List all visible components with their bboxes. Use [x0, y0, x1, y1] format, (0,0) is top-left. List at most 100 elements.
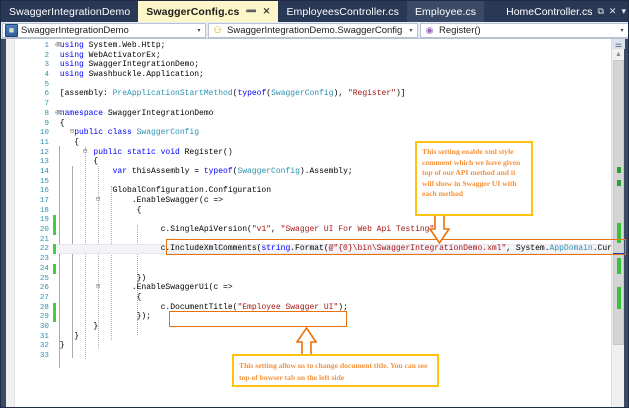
- code-text: using SwaggerIntegrationDemo;: [59, 60, 200, 70]
- tab-employee-cs[interactable]: Employee.cs: [406, 1, 485, 22]
- line-number: 30: [39, 322, 49, 331]
- code-line[interactable]: 29 });: [15, 312, 611, 322]
- code-line[interactable]: 5: [15, 80, 611, 90]
- chevron-down-icon[interactable]: ▾: [197, 27, 201, 34]
- outline-toggle-line12[interactable]: ⊟: [83, 148, 88, 156]
- code-line[interactable]: 3 using SwaggerIntegrationDemo;: [15, 60, 611, 70]
- line-number: 4: [44, 71, 49, 80]
- code-text: {: [55, 292, 142, 302]
- line-number: 11: [39, 138, 49, 147]
- code-line[interactable]: 13 {: [15, 157, 611, 167]
- outline-toggle-line1[interactable]: ⊟: [57, 41, 62, 49]
- code-line[interactable]: 16 GlobalConfiguration.Configuration: [15, 186, 611, 196]
- window-list-icon[interactable]: ⧉: [597, 6, 604, 16]
- tab-employeescontroller-cs[interactable]: EmployeesController.cs: [278, 1, 407, 22]
- code-line[interactable]: 9 {: [15, 119, 611, 129]
- line-number: 24: [39, 264, 49, 273]
- line-number: 26: [39, 284, 49, 293]
- code-text: public class SwaggerConfig: [74, 128, 200, 138]
- code-line[interactable]: 2 using WebActivatorEx;: [15, 51, 611, 61]
- tab-homecontroller-cs[interactable]: HomeController.cs: [506, 5, 593, 18]
- note-xml-comments: This setting enable xml style comment wh…: [415, 141, 533, 216]
- code-text: .EnableSwagger(c =>: [55, 196, 224, 205]
- indent-guide-2: [98, 166, 99, 349]
- code-line[interactable]: 26 .EnableSwaggerUi(c =>: [15, 283, 611, 293]
- split-view-button[interactable]: ⚌: [612, 39, 625, 49]
- scroll-up-arrow-icon[interactable]: ▲: [615, 51, 622, 58]
- code-line[interactable]: 22 c.IncludeXmlComments(string.Format(@"…: [15, 244, 611, 255]
- member-dropdown-value: Register(): [439, 24, 481, 36]
- type-dropdown[interactable]: ⚇ SwaggerIntegrationDemo.SwaggerConfig ▾: [208, 22, 418, 38]
- code-line[interactable]: 21: [15, 235, 611, 245]
- line-number: 9: [44, 119, 49, 128]
- outline-toggle-line17[interactable]: ⊟: [96, 196, 101, 204]
- chevron-down-icon[interactable]: ▾: [409, 27, 413, 34]
- line-number: 25: [39, 274, 49, 283]
- vertical-scrollbar[interactable]: ⚌ ▲: [611, 39, 625, 407]
- line-number: 7: [44, 100, 49, 109]
- outline-toggle-line10[interactable]: ⊟: [70, 128, 75, 136]
- member-dropdown[interactable]: ◉ Register() ▾: [420, 22, 628, 38]
- code-line[interactable]: 20 c.SingleApiVersion("v1", "Swagger UI …: [15, 225, 611, 235]
- scroll-marker: [617, 180, 621, 186]
- code-line[interactable]: 28 c.DocumentTitle("Employee Swagger UI"…: [15, 302, 611, 313]
- line-number: 2: [44, 51, 49, 60]
- note-document-title-text: This setting allow us to change document…: [239, 361, 428, 382]
- line-number: 1: [44, 42, 49, 50]
- code-line[interactable]: 15: [15, 177, 611, 187]
- line-number: 18: [39, 206, 49, 215]
- code-editor[interactable]: 1⊖using System.Web.Http;2 using WebActiv…: [1, 39, 628, 407]
- code-text: c.IncludeXmlComments(string.Format(@"{0}…: [55, 244, 611, 254]
- code-line[interactable]: 14 var thisAssembly = typeof(SwaggerConf…: [15, 167, 611, 177]
- line-number: 21: [39, 235, 49, 244]
- code-line[interactable]: 27 {: [15, 293, 611, 303]
- change-bar: [53, 302, 56, 313]
- code-line[interactable]: 7: [15, 99, 611, 109]
- code-line[interactable]: 10 public class SwaggerConfig: [15, 128, 611, 138]
- project-dropdown[interactable]: ■ SwaggerIntegrationDemo ▾: [2, 22, 206, 38]
- code-line[interactable]: 11 {: [15, 138, 611, 148]
- line-number: 32: [39, 342, 49, 351]
- code-text: using Swashbuckle.Application;: [59, 70, 204, 80]
- line-number: 29: [39, 313, 49, 322]
- line-number: 16: [39, 187, 49, 196]
- code-line[interactable]: 24: [15, 263, 611, 274]
- code-line[interactable]: 25 }): [15, 274, 611, 284]
- pin-icon[interactable]: ➖: [245, 6, 257, 16]
- code-line[interactable]: 1⊖using System.Web.Http;: [15, 41, 611, 51]
- note-xml-comments-text: This setting enable xml style comment wh…: [422, 147, 521, 198]
- code-line[interactable]: 31 }: [15, 332, 611, 342]
- selection-margin[interactable]: [6, 39, 15, 407]
- tab-swaggerintegrationdemo[interactable]: SwaggerIntegrationDemo: [1, 1, 139, 22]
- outline-toggle-line8[interactable]: ⊟: [57, 109, 62, 117]
- tab-swaggerconfig-cs[interactable]: SwaggerConfig.cs ➖ ✕: [138, 1, 279, 22]
- line-number: 31: [39, 332, 49, 341]
- close-icon[interactable]: ✕: [608, 6, 617, 16]
- method-icon: ◉: [425, 24, 434, 35]
- code-lines[interactable]: 1⊖using System.Web.Http;2 using WebActiv…: [15, 41, 611, 361]
- code-line[interactable]: 30 }: [15, 322, 611, 332]
- code-line[interactable]: 12 public static void Register(): [15, 148, 611, 158]
- code-text: [assembly: PreApplicationStartMethod(typ…: [55, 89, 406, 99]
- indent-guide-4: [137, 225, 138, 335]
- line-number: 13: [39, 158, 49, 167]
- outline-toggle-line26[interactable]: ⊟: [96, 283, 101, 291]
- line-number: 17: [39, 197, 49, 205]
- code-line[interactable]: 33: [15, 351, 611, 361]
- code-line[interactable]: 6 [assembly: PreApplicationStartMethod(t…: [15, 89, 611, 99]
- code-line[interactable]: 18 {: [15, 206, 611, 216]
- navigation-bar: ■ SwaggerIntegrationDemo ▾ ⚇ SwaggerInte…: [1, 22, 628, 39]
- code-line[interactable]: 32 }: [15, 341, 611, 351]
- code-line[interactable]: 4 using Swashbuckle.Application;: [15, 70, 611, 80]
- close-icon[interactable]: ✕: [262, 6, 271, 16]
- code-line[interactable]: 23: [15, 254, 611, 264]
- scrollbar-thumb[interactable]: [613, 60, 624, 345]
- code-surface[interactable]: 1⊖using System.Web.Http;2 using WebActiv…: [15, 39, 611, 407]
- code-line[interactable]: 17 .EnableSwagger(c =>: [15, 196, 611, 206]
- code-text: using WebActivatorEx;: [59, 50, 161, 60]
- chevron-down-icon[interactable]: ▾: [620, 27, 624, 34]
- scrollbar-track[interactable]: [613, 60, 624, 407]
- chevron-down-icon[interactable]: ▾: [621, 6, 626, 16]
- code-line[interactable]: 19: [15, 215, 611, 226]
- code-line[interactable]: 8⊖namespace SwaggerIntegrationDemo: [15, 109, 611, 119]
